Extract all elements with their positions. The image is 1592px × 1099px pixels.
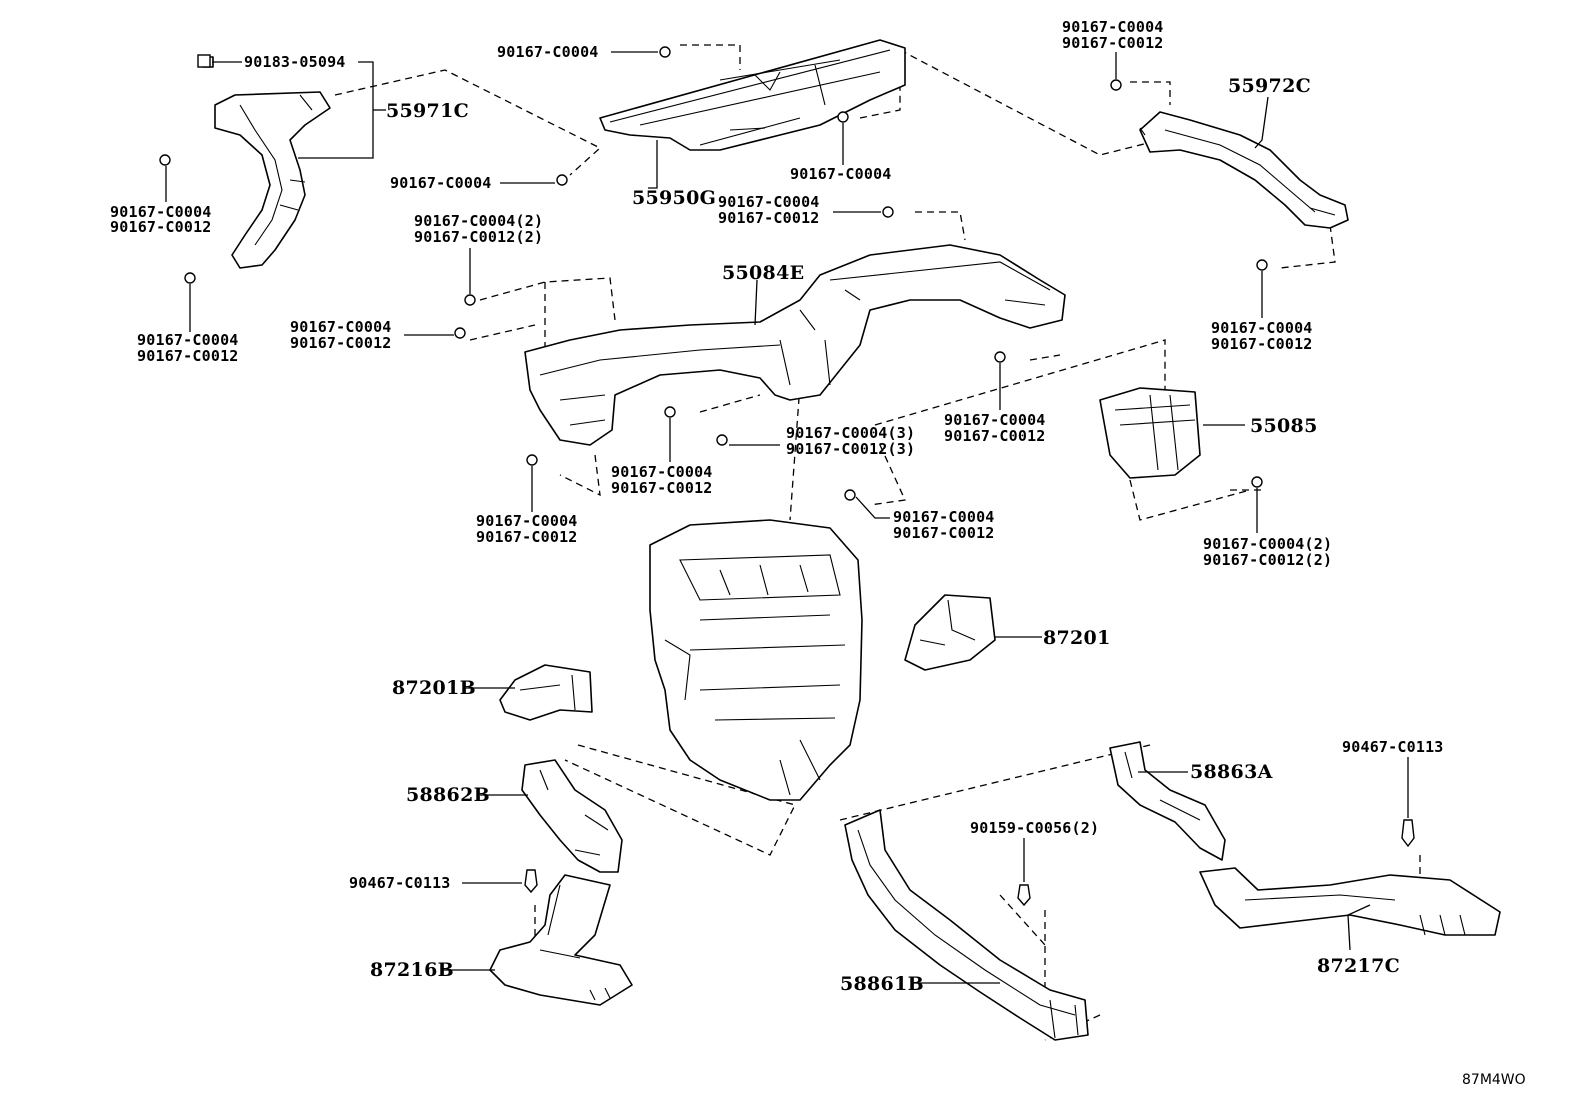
bolt-icon — [159, 154, 171, 166]
fastener-label: 90167-C0004 — [1211, 319, 1313, 337]
fastener-label: 90167-C0004 — [110, 203, 212, 221]
fastener-label: 90167-C0012 — [944, 427, 1046, 445]
part-label-87217c: 87217C — [1317, 955, 1400, 977]
bolt-icon — [716, 434, 728, 446]
fastener-label: 90167-C0004(3) — [786, 424, 915, 442]
diagram-reference-code: 87M4WO — [1462, 1072, 1526, 1088]
duct-87201b-drawing — [499, 664, 593, 721]
bolt-icon — [556, 174, 568, 186]
fastener-label: 90167-C0012 — [1211, 335, 1313, 353]
bolt-icon — [184, 272, 196, 284]
duct-58863a-drawing — [1109, 741, 1226, 861]
bolt-icon — [882, 206, 894, 218]
part-label-87201b: 87201B — [392, 677, 476, 699]
fastener-label: 90167-C0012 — [476, 528, 578, 546]
fastener-label: 90167-C0004 — [1062, 18, 1164, 36]
fastener-labels: 90183-05094 90167-C0004 90167-C0004 9016… — [110, 18, 1444, 892]
bolt-icon — [659, 46, 671, 58]
bolt-icon — [1256, 259, 1268, 271]
fastener-label: 90167-C0012 — [893, 524, 995, 542]
duct-87201-drawing — [904, 594, 996, 671]
fastener-label: 90167-C0004 — [718, 193, 820, 211]
fastener-label: 90167-C0012 — [1062, 34, 1164, 52]
fastener-label: 90159-C0056(2) — [970, 819, 1099, 837]
bolt-icon — [464, 294, 476, 306]
leader-lines — [165, 51, 1409, 984]
bolt-icon — [1251, 476, 1263, 488]
fastener-label: 90167-C0012 — [611, 479, 713, 497]
clip-icon — [1401, 819, 1415, 848]
part-label-55972c: 55972C — [1228, 75, 1311, 97]
fastener-label: 90167-C0012 — [718, 209, 820, 227]
hvac-unit-drawing — [649, 519, 863, 801]
fastener-label: 90167-C0012(2) — [1203, 551, 1332, 569]
bolt-icon — [1110, 79, 1122, 91]
fastener-label: 90167-C0004 — [476, 512, 578, 530]
fastener-label: 90167-C0004(2) — [414, 212, 543, 230]
bolt-icon — [994, 351, 1006, 363]
fastener-label: 90167-C0004 — [893, 508, 995, 526]
duct-55084e-drawing — [524, 244, 1066, 446]
fastener-label: 90167-C0012 — [290, 334, 392, 352]
fastener-label: 90167-C0004 — [137, 331, 239, 349]
part-label-55084e: 55084E — [722, 262, 804, 284]
bolt-icon — [837, 111, 849, 123]
part-label-55085: 55085 — [1250, 415, 1318, 437]
part-label-58863a: 58863A — [1190, 761, 1273, 783]
bolt-icon — [526, 454, 538, 466]
bolt-icon — [664, 406, 676, 418]
duct-87216b-drawing — [489, 874, 633, 1006]
relation-lines — [334, 44, 1421, 1041]
fastener-label: 90167-C0012 — [110, 218, 212, 236]
fastener-label: 90167-C0004 — [497, 43, 599, 61]
fastener-label: 90167-C0012(3) — [786, 440, 915, 458]
duct-55971c-drawing — [202, 56, 331, 269]
fastener-label: 90467-C0113 — [1342, 738, 1444, 756]
fastener-label: 90167-C0004 — [790, 165, 892, 183]
clip-icon — [1017, 884, 1031, 907]
fastener-label: 90467-C0113 — [349, 874, 451, 892]
duct-55085-drawing — [1099, 387, 1201, 479]
part-label-58861b: 58861B — [840, 973, 924, 995]
fastener-label: 90167-C0004(2) — [1203, 535, 1332, 553]
part-label-87216b: 87216B — [370, 959, 454, 981]
part-label-55950g: 55950G — [632, 187, 716, 209]
part-labels: 55971C 55950G 55972C 55084E 55085 87201 … — [370, 75, 1400, 995]
fastener-label: 90167-C0004 — [290, 318, 392, 336]
nozzle-55950g-drawing — [599, 39, 906, 151]
fastener-label: 90183-05094 — [244, 53, 346, 71]
fastener-label: 90167-C0012(2) — [414, 228, 543, 246]
bolt-icon — [844, 489, 856, 501]
fastener-label: 90167-C0004 — [944, 411, 1046, 429]
duct-58862b-drawing — [521, 759, 623, 873]
part-label-87201: 87201 — [1043, 627, 1111, 649]
clip-icon — [197, 54, 211, 68]
fastener-label: 90167-C0012 — [137, 347, 239, 365]
part-label-55971c: 55971C — [386, 100, 469, 122]
fastener-label: 90167-C0004 — [611, 463, 713, 481]
duct-87217c-drawing — [1199, 867, 1501, 936]
fasteners — [159, 46, 1415, 907]
fastener-label: 90167-C0004 — [390, 174, 492, 192]
duct-58861b-drawing — [844, 809, 1089, 1041]
clip-icon — [524, 869, 538, 894]
part-label-58862b: 58862B — [406, 784, 490, 806]
bolt-icon — [454, 327, 466, 339]
duct-55972c-drawing — [1139, 111, 1349, 229]
